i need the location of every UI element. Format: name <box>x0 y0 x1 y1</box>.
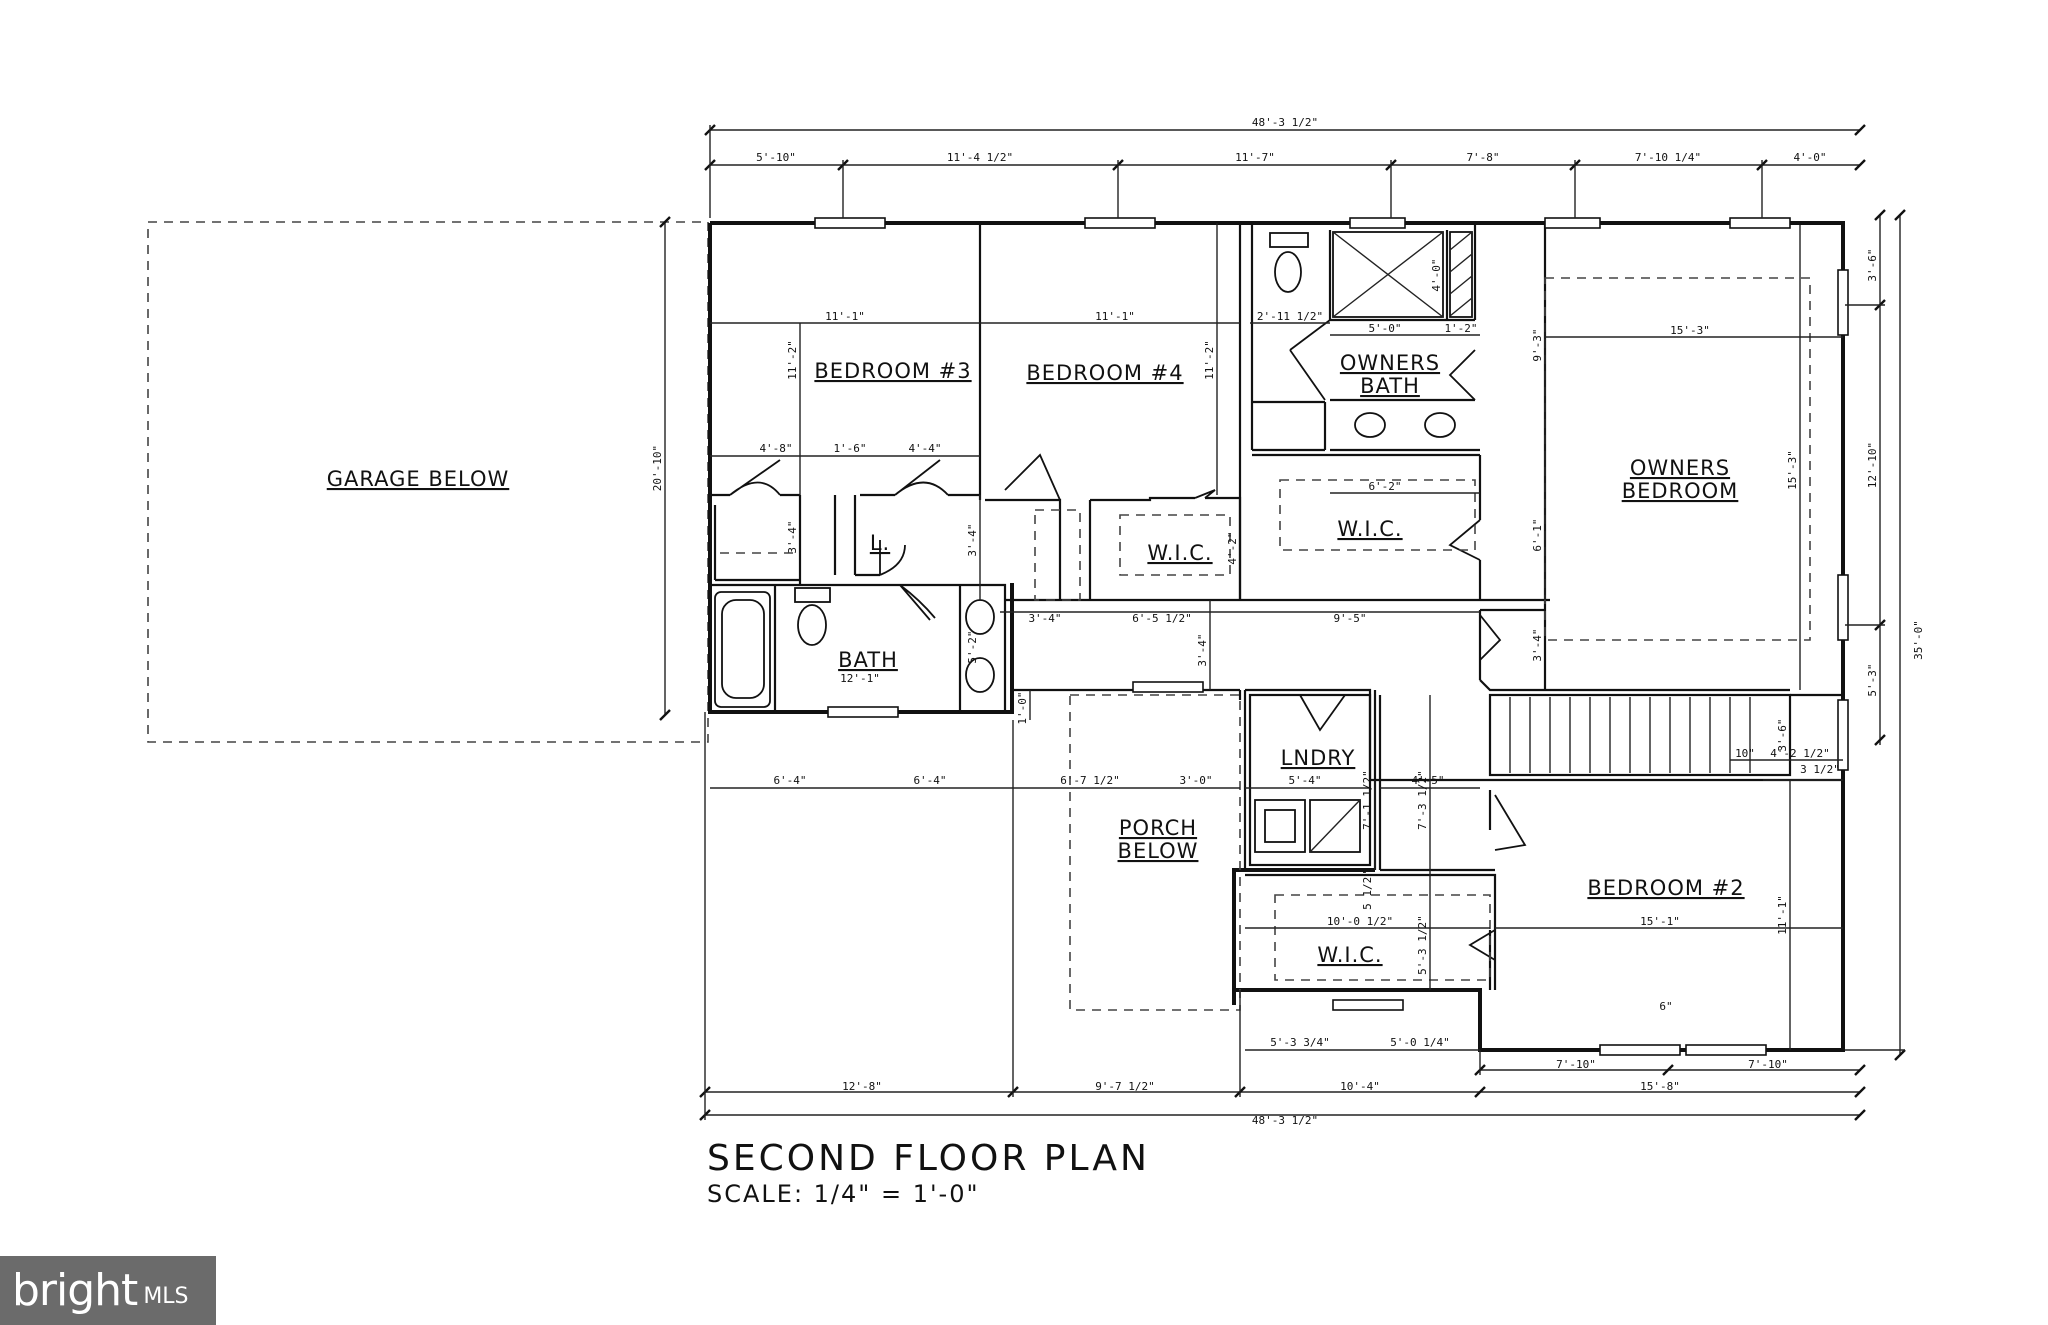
dim-hall-2: 1'-6" <box>833 442 866 455</box>
dim-br3-width: 11'-1" <box>825 310 865 323</box>
stair-treads <box>1509 697 1751 773</box>
dim-wic-a-h: 4'-2" <box>1226 531 1239 564</box>
dim-br4-width: 11'-1" <box>1095 310 1135 323</box>
dim-left-overall: 20'-10" <box>651 445 664 491</box>
label-bedroom-2: BEDROOM #2 <box>1587 876 1744 900</box>
dim-ob-3: 4'-0" <box>1430 258 1443 291</box>
dim-bottom-3: 10'-4" <box>1340 1080 1380 1093</box>
dim-wic-c-h: 5'-3 1/2" <box>1416 915 1429 975</box>
dim-stair-1: 10" <box>1735 747 1755 760</box>
dim-overall-bottom: 48'-3 1/2" <box>1252 1114 1318 1127</box>
dim-br3-height: 11'-2" <box>786 340 799 380</box>
door-swings <box>729 319 1527 961</box>
dim-bottom-5: 15'-8" <box>1640 1080 1680 1093</box>
dim-br4-height: 11'-2" <box>1203 340 1216 380</box>
dim-hall-5: 6'-5 1/2" <box>1132 612 1192 625</box>
dim-lndry-2: 7'-3 1/2" <box>1416 770 1429 830</box>
dim-wic-c-b2: 5'-0 1/4" <box>1390 1036 1450 1049</box>
dim-bottom-6: 7'-10" <box>1748 1058 1788 1071</box>
bright-mls-logo: bright MLS <box>0 1256 216 1325</box>
dim-top-4: 7'-8" <box>1466 151 1499 164</box>
dim-closet-2: 3'-4" <box>966 523 979 556</box>
windows <box>814 217 1849 1056</box>
dim-top-3: 11'-7" <box>1235 151 1275 164</box>
dim-wic-b-w: 6'-2" <box>1368 480 1401 493</box>
logo-suffix: MLS <box>143 1284 189 1309</box>
dim-obr-w: 15'-3" <box>1670 324 1710 337</box>
dim-wic-c-w: 10'-0 1/2" <box>1327 915 1393 928</box>
dim-top-2: 11'-4 1/2" <box>947 151 1013 164</box>
dim-hall-7: 3'-4" <box>1196 633 1209 666</box>
dim-bottom-1: 12'-8" <box>842 1080 882 1093</box>
dim-right-2: 12'-10" <box>1866 442 1879 488</box>
dim-lndry-5: 5 1/2" <box>1361 870 1374 910</box>
dim-wic-b-h: 6'-1" <box>1531 518 1544 551</box>
label-owners-bath-1: OWNERS <box>1340 351 1440 375</box>
label-owners-bedroom-1: OWNERS <box>1630 456 1730 480</box>
dim-br2-w: 15'-1" <box>1640 915 1680 928</box>
label-bath: BATH <box>838 648 898 672</box>
dim-mid-1: 6'-4" <box>773 774 806 787</box>
dim-hall-3: 4'-4" <box>908 442 941 455</box>
label-wic-a: W.I.C. <box>1147 541 1212 565</box>
label-wic-c: W.I.C. <box>1317 943 1382 967</box>
dim-top-1: 5'-10" <box>756 151 796 164</box>
dim-hall-4: 3'-4" <box>1028 612 1061 625</box>
dim-lndry-1: 5'-4" <box>1288 774 1321 787</box>
room-labels: GARAGE BELOW BEDROOM #3 BEDROOM #4 OWNER… <box>327 351 1744 967</box>
label-owners-bedroom-2: BEDROOM <box>1622 479 1739 503</box>
dim-right-1: 3'-6" <box>1866 248 1879 281</box>
dim-ob-2: 5'-0" <box>1368 322 1401 335</box>
label-bedroom-3: BEDROOM #3 <box>814 359 971 383</box>
dim-overall-top: 48'-3 1/2" <box>1252 116 1318 129</box>
dim-obr-3: 9'-3" <box>1531 328 1544 361</box>
dimension-labels: 48'-3 1/2" 5'-10" 11'-4 1/2" 11'-7" 7'-8… <box>651 116 1925 1127</box>
label-owners-bath-2: BATH <box>1360 374 1420 398</box>
label-linen: L. <box>870 531 890 555</box>
dim-br2-h: 11'-1" <box>1776 895 1789 935</box>
label-porch-2: BELOW <box>1118 839 1199 863</box>
dim-ob-4: 1'-2" <box>1444 322 1477 335</box>
dim-top-5: 7'-10 1/4" <box>1635 151 1701 164</box>
dim-lndry-3: 4'-5" <box>1411 774 1444 787</box>
plan-title: SECOND FLOOR PLAN <box>707 1138 1150 1179</box>
dim-lndry-4: 7'-1 1/2" <box>1361 770 1374 830</box>
label-porch-1: PORCH <box>1119 816 1197 840</box>
dim-ob-1: 2'-11 1/2" <box>1257 310 1323 323</box>
dim-stair-2: 4'-2 1/2" <box>1770 747 1830 760</box>
dim-hall-1: 4'-8" <box>759 442 792 455</box>
label-garage: GARAGE BELOW <box>327 467 510 491</box>
dim-top-6: 4'-0" <box>1793 151 1826 164</box>
label-laundry: LNDRY <box>1281 746 1356 770</box>
dim-right-3: 5'-3" <box>1866 663 1879 696</box>
dim-stair-3: 3'-6" <box>1776 718 1789 751</box>
dim-bath-h: 5'-2" <box>966 630 979 663</box>
dim-right-overall: 35'-0" <box>1912 620 1925 660</box>
dim-mid-2: 6'-4" <box>913 774 946 787</box>
dim-closet-1: 3'-4" <box>786 520 799 553</box>
dashed-overlays <box>720 277 1811 1011</box>
interior-walls <box>710 223 1843 990</box>
dim-hall-6: 9'-5" <box>1333 612 1366 625</box>
dim-mid-5: 1'-0" <box>1016 691 1029 724</box>
dim-bottom-4: 7'-10" <box>1556 1058 1596 1071</box>
dim-obr-4: 3'-4" <box>1531 628 1544 661</box>
dim-br2-win: 6" <box>1659 1000 1672 1013</box>
dim-stair-4: 3 1/2" <box>1800 763 1840 776</box>
fixtures <box>714 231 1473 853</box>
logo-brand: bright <box>12 1265 138 1316</box>
dim-mid-3: 6'-7 1/2" <box>1060 774 1120 787</box>
plan-scale: SCALE: 1/4" = 1'-0" <box>707 1180 980 1208</box>
label-bedroom-4: BEDROOM #4 <box>1026 361 1183 385</box>
dim-bath-w: 12'-1" <box>840 672 880 685</box>
label-wic-b: W.I.C. <box>1337 517 1402 541</box>
dimension-lines <box>659 124 1906 1121</box>
dim-wic-c-b1: 5'-3 3/4" <box>1270 1036 1330 1049</box>
dim-obr-h: 15'-3" <box>1786 450 1799 490</box>
dim-mid-4: 3'-0" <box>1179 774 1212 787</box>
dim-bottom-2: 9'-7 1/2" <box>1095 1080 1155 1093</box>
